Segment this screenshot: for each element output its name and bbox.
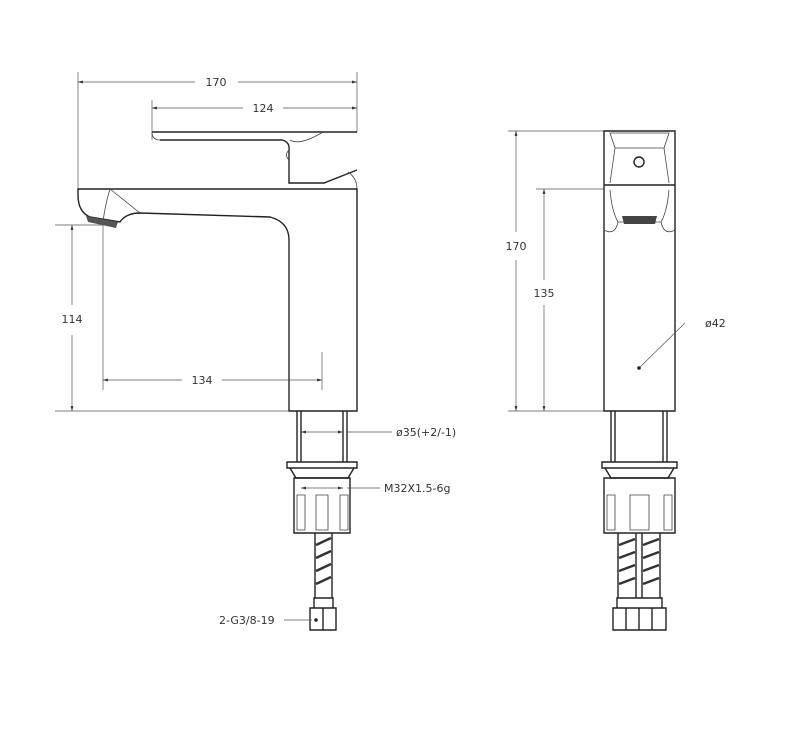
side-view: 170 124 114 134 [55, 72, 456, 631]
dimension-170-width: 170 [77, 72, 358, 189]
mounting-hardware-front [601, 411, 678, 631]
front-view: 170 135 ø42 [506, 130, 726, 631]
dimension-label: 170 [506, 240, 527, 253]
dimension-label: 114 [62, 313, 83, 326]
dimension-label: 170 [206, 76, 227, 89]
body-diameter-label: ø42 [705, 317, 726, 330]
faucet-front-outline: ø42 [603, 130, 726, 412]
dimension-label: 134 [192, 374, 213, 387]
shank-diameter-label: ø35(+2/-1) [396, 426, 456, 439]
dimension-135-height: 135 [534, 188, 604, 411]
faucet-side-outline [77, 131, 358, 412]
dimension-170-height: 170 [506, 130, 604, 412]
thread-label: M32X1.5-6g [384, 482, 450, 495]
dimension-124-lever: 124 [151, 100, 357, 140]
hose-connection-label: 2-G3/8-19 [219, 614, 275, 627]
mounting-hardware-side: ø35(+2/-1) M32X1.5-6g 2-G3/8-19 [219, 411, 456, 631]
dimension-label: 135 [534, 287, 555, 300]
dimension-134-reach: 134 [102, 225, 323, 390]
dimension-114-height: 114 [55, 224, 289, 412]
dimension-label: 124 [253, 102, 274, 115]
